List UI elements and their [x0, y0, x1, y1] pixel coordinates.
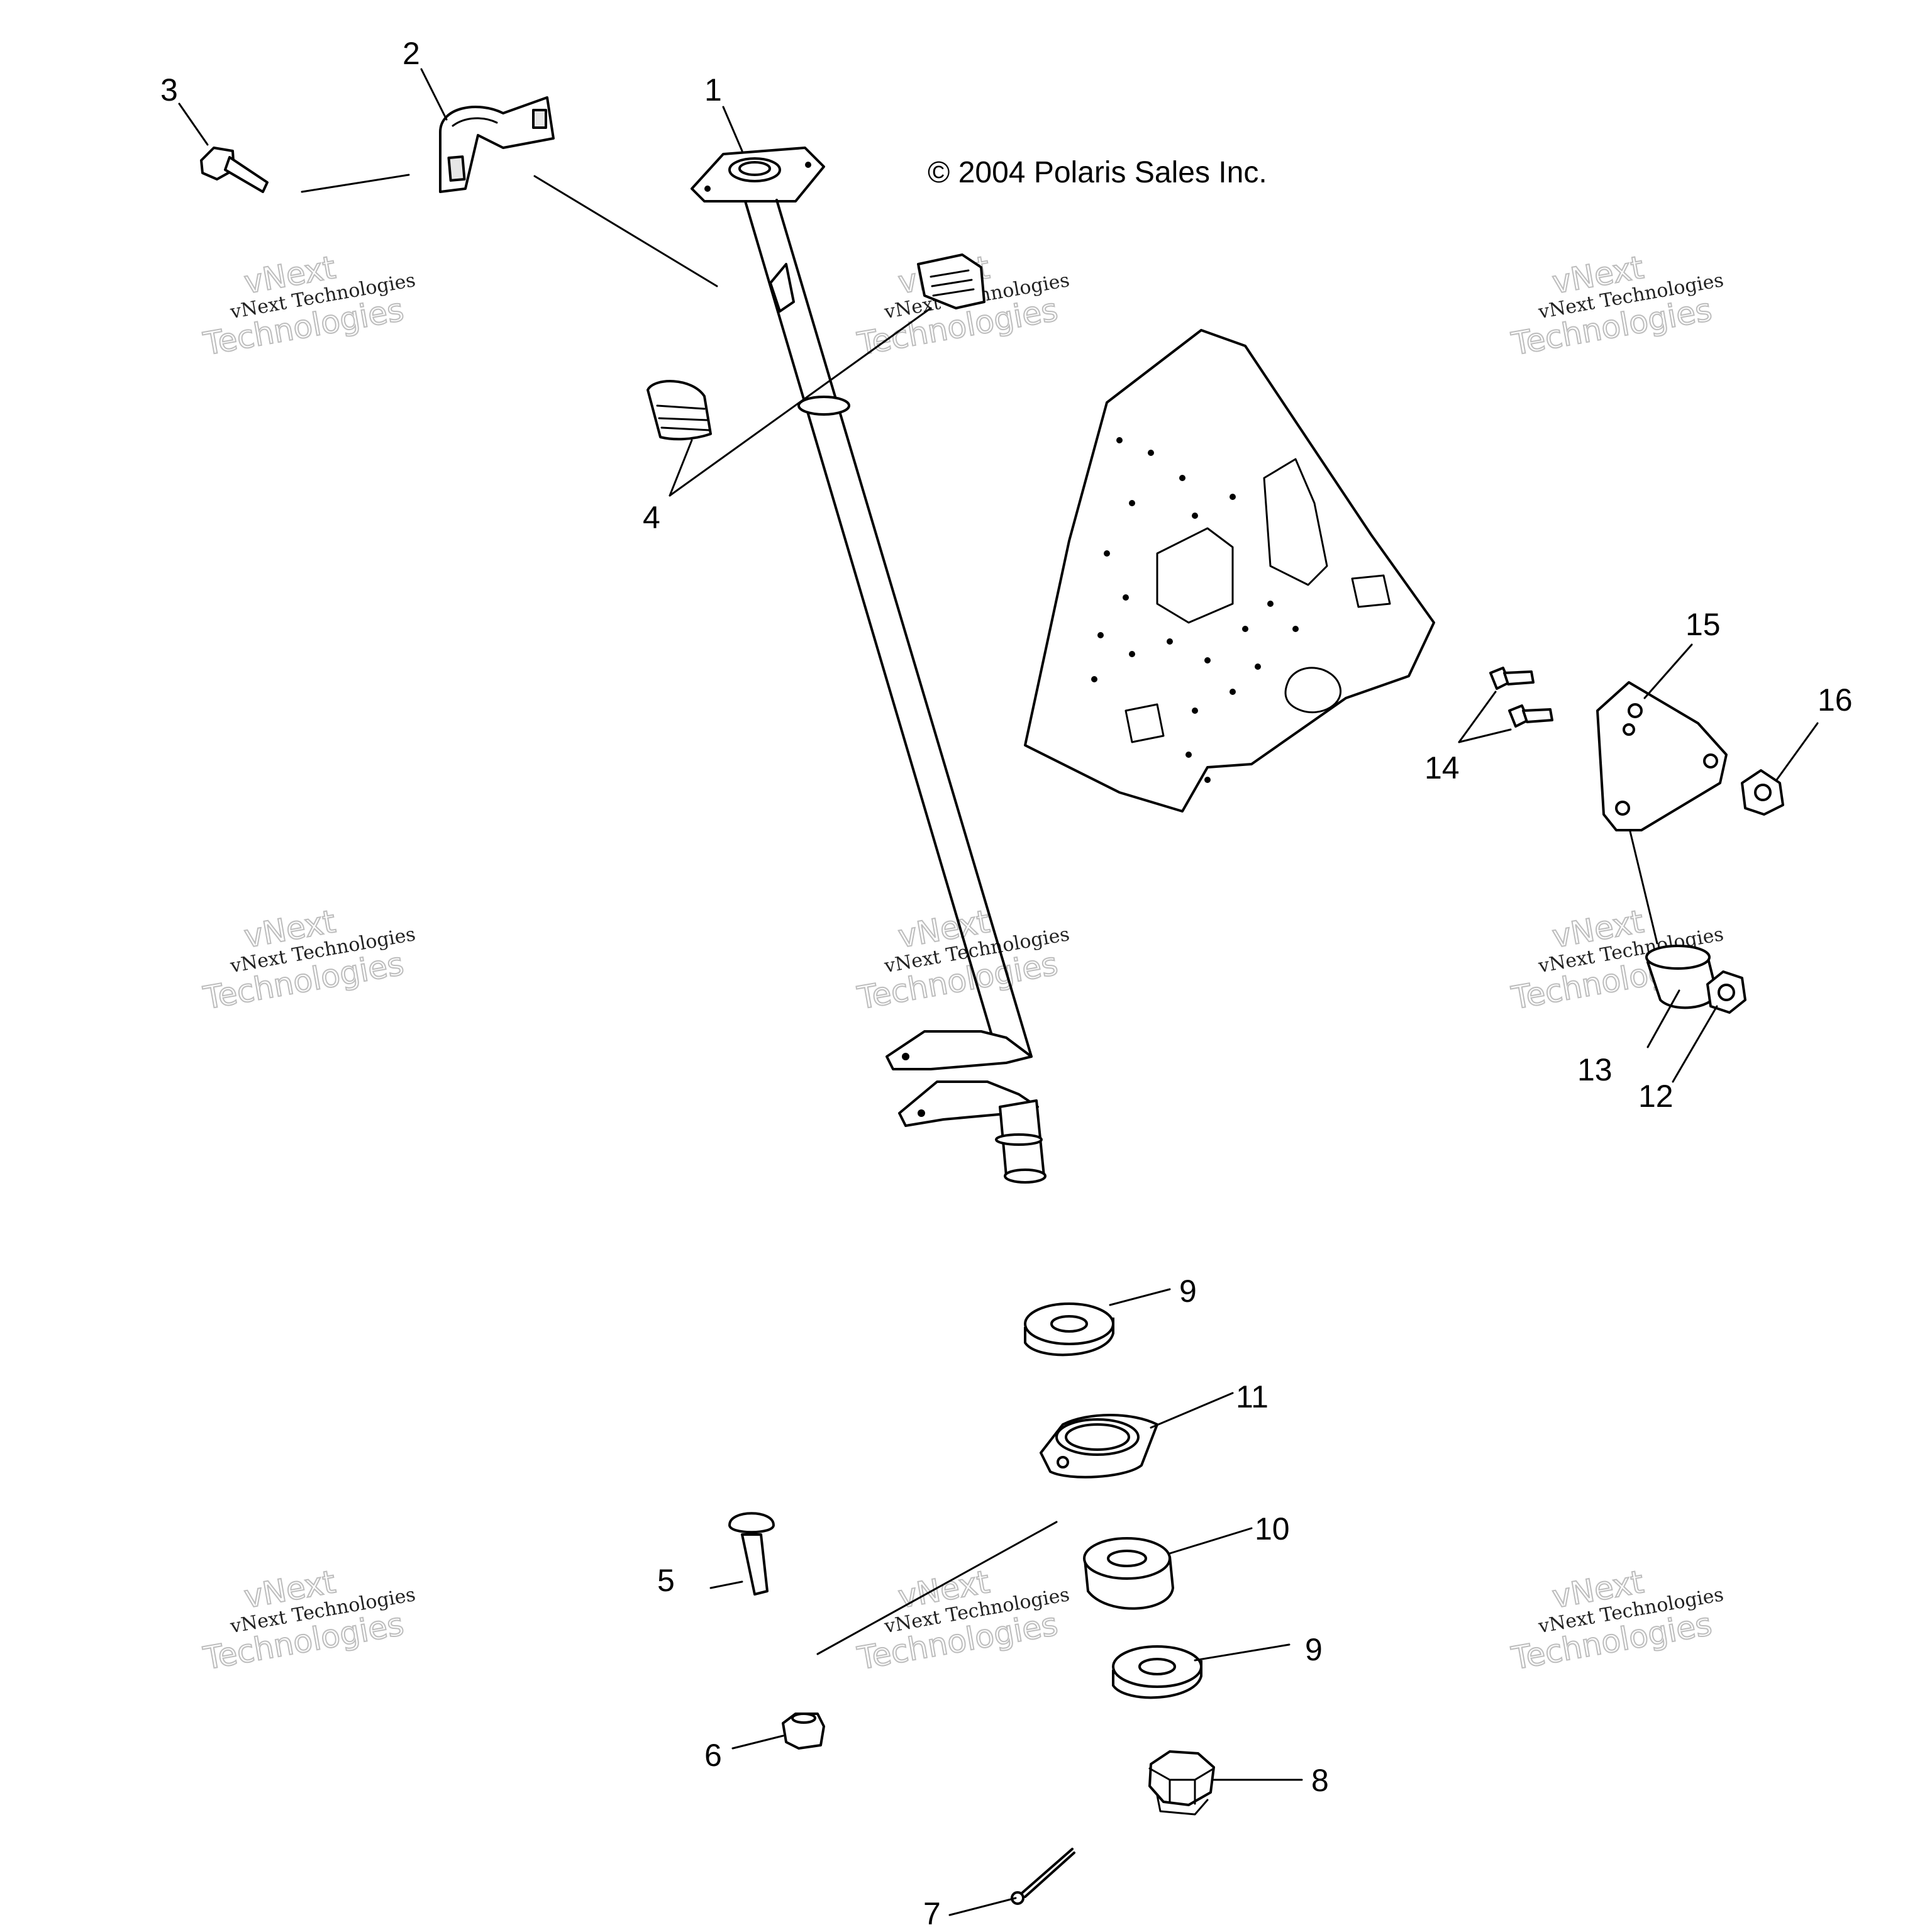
leader-clamp-post	[533, 175, 718, 287]
flange-bearing	[1040, 1414, 1158, 1479]
thick-washer	[1083, 1537, 1174, 1610]
callout-7: 7	[923, 1896, 941, 1931]
callout-10: 10	[1255, 1511, 1290, 1546]
castle-nut	[1148, 1750, 1215, 1816]
leader-bushing-upper	[669, 307, 932, 497]
callout-15: 15	[1685, 607, 1721, 642]
leader-pin-upper	[1458, 691, 1497, 743]
callout-3: 3	[160, 72, 178, 108]
callout-leaders	[178, 68, 1819, 1916]
watermark-bottom-right: vNext vNext Technologies Technologies	[1508, 1563, 1725, 1677]
leader-clamp-bolt	[301, 174, 410, 193]
callout-11: 11	[1236, 1379, 1269, 1414]
plate-spacer	[1645, 945, 1718, 1009]
steering-bushing-upper	[917, 253, 985, 309]
leader-plate-spacer	[1629, 830, 1658, 945]
callout-12: 12	[1638, 1079, 1674, 1114]
spacer-nut	[1706, 970, 1746, 1014]
watermark-mid-left: vNext vNext Technologies Technologies	[200, 902, 417, 1017]
watermark-mid-center: vNext vNext Technologies Technologies	[854, 902, 1071, 1017]
steering-post	[691, 147, 1046, 1184]
callout-4: 4	[643, 500, 660, 535]
callout-16: 16	[1818, 682, 1853, 718]
steering-mount-panel	[1024, 329, 1435, 813]
leader-bushing-lower	[669, 439, 693, 497]
copyright-notice: © 2004 Polaris Sales Inc.	[928, 156, 1267, 189]
callout-9-lower: 9	[1305, 1632, 1323, 1667]
callout-13: 13	[1577, 1052, 1613, 1087]
leader-nut-stack	[816, 1521, 1058, 1655]
plate-nut	[1741, 769, 1784, 816]
callout-6: 6	[704, 1738, 722, 1773]
watermark-top-right: vNext vNext Technologies Technologies	[1508, 248, 1725, 363]
steering-bushing-lower	[647, 380, 712, 441]
cotter-pin	[1011, 1848, 1075, 1905]
carriage-bolt	[728, 1512, 775, 1596]
watermark-bottom-center: vNext vNext Technologies Technologies	[854, 1563, 1071, 1677]
watermark-top-left: vNext vNext Technologies Technologies	[200, 248, 417, 363]
clamp-bolt	[200, 147, 269, 193]
carriage-nut	[782, 1713, 825, 1750]
callout-9-upper: 9	[1179, 1274, 1197, 1309]
callout-2: 2	[402, 36, 420, 71]
steering-clamp	[439, 96, 555, 193]
washer-lower	[1112, 1645, 1202, 1699]
mount-pin-upper	[1489, 667, 1535, 690]
callout-8: 8	[1311, 1763, 1329, 1798]
mount-pin-lower	[1508, 704, 1553, 728]
leader-pin-lower	[1458, 728, 1512, 743]
mount-plate	[1596, 681, 1728, 831]
washer-upper	[1024, 1302, 1114, 1357]
callout-5: 5	[657, 1563, 675, 1598]
callout-1: 1	[704, 72, 722, 108]
callout-14: 14	[1424, 750, 1460, 786]
watermark-bottom-left: vNext vNext Technologies Technologies	[200, 1563, 417, 1677]
